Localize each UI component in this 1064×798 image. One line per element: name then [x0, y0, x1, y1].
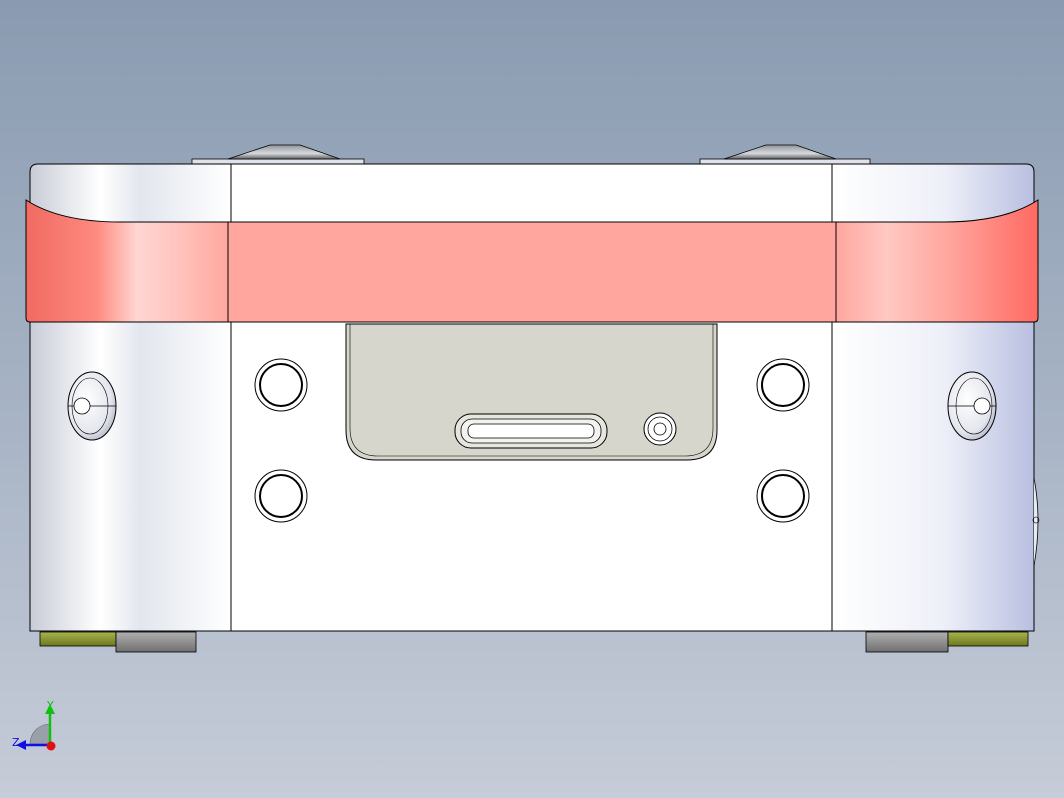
mounting-hole: [254, 469, 308, 523]
foot-pad-left: [39, 631, 197, 653]
mounting-hole: [756, 469, 810, 523]
red-band: [25, 199, 1039, 323]
foot-pad-right: [865, 631, 1029, 653]
connector-plate: [345, 323, 718, 461]
mounting-hole: [254, 358, 308, 412]
y-axis-label: Y: [46, 699, 54, 712]
right-edge-clip: [1032, 477, 1040, 567]
axis-triad: Y Z: [12, 699, 56, 751]
round-jack: [643, 412, 677, 446]
top-stud-left: [191, 144, 365, 166]
top-stud-right: [699, 144, 871, 166]
x-axis-dot: [46, 741, 56, 751]
side-dome-left: [67, 371, 117, 441]
slot-port: [454, 413, 608, 449]
mounting-hole: [756, 358, 810, 412]
side-dome-right: [947, 371, 997, 441]
z-axis-label: Z: [12, 736, 20, 749]
